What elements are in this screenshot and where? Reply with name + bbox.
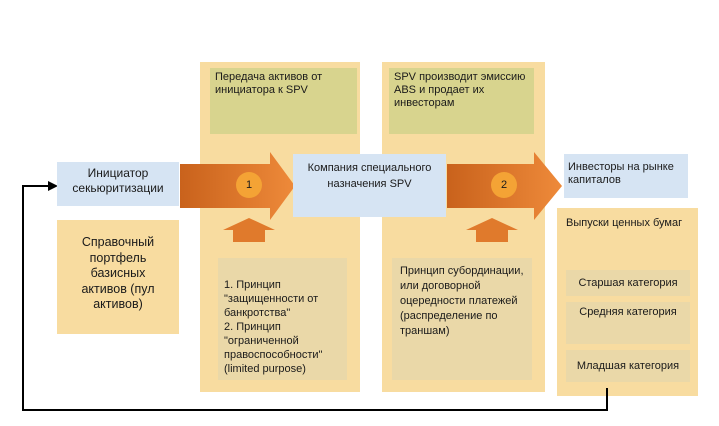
initiator-label: Инициатор секьюритизации [72,166,164,195]
feedback-line [22,185,608,411]
portfolio-label: Справочный портфель базисных активов (пу… [81,235,155,311]
emission-box: SPV производит эмиссию ABS и продает их … [389,68,534,134]
investors-box: Инвесторы на рынке капиталов [564,154,688,198]
feedback-arrowhead [48,181,58,191]
portfolio-box: Справочный портфель базисных активов (пу… [57,220,179,334]
principles-2-text: Принцип субординации, или договорной оце… [400,265,524,337]
principles-1-text: 1. Принцип "защищенности от банкротства"… [224,279,323,375]
up-arrow-1 [223,218,275,242]
spv-company-box: Компания специального назначения SPV [293,154,446,217]
principles-box-1: 1. Принцип "защищенности от банкротства"… [218,258,347,380]
spv-company-label: Компания специального назначения SPV [307,162,432,190]
senior-tranche: Старшая категория [566,270,690,296]
step-2-badge: 2 [491,172,517,198]
emission-label: SPV производит эмиссию ABS и продает их … [394,71,526,109]
principles-box-2: Принцип субординации, или договорной оце… [392,258,532,380]
investors-label: Инвесторы на рынке капиталов [568,161,674,186]
junior-tranche: Младшая категория [566,350,690,382]
transfer-label: Передача активов от инициатора к SPV [215,71,323,96]
transfer-box: Передача активов от инициатора к SPV [210,68,357,134]
mezzanine-tranche: Средняя категория [566,302,690,344]
up-arrow-2 [466,218,518,242]
initiator-box: Инициатор секьюритизации [57,162,179,206]
securities-title: Выпуски ценных бумаг [566,217,683,229]
step-1-badge: 1 [236,172,262,198]
